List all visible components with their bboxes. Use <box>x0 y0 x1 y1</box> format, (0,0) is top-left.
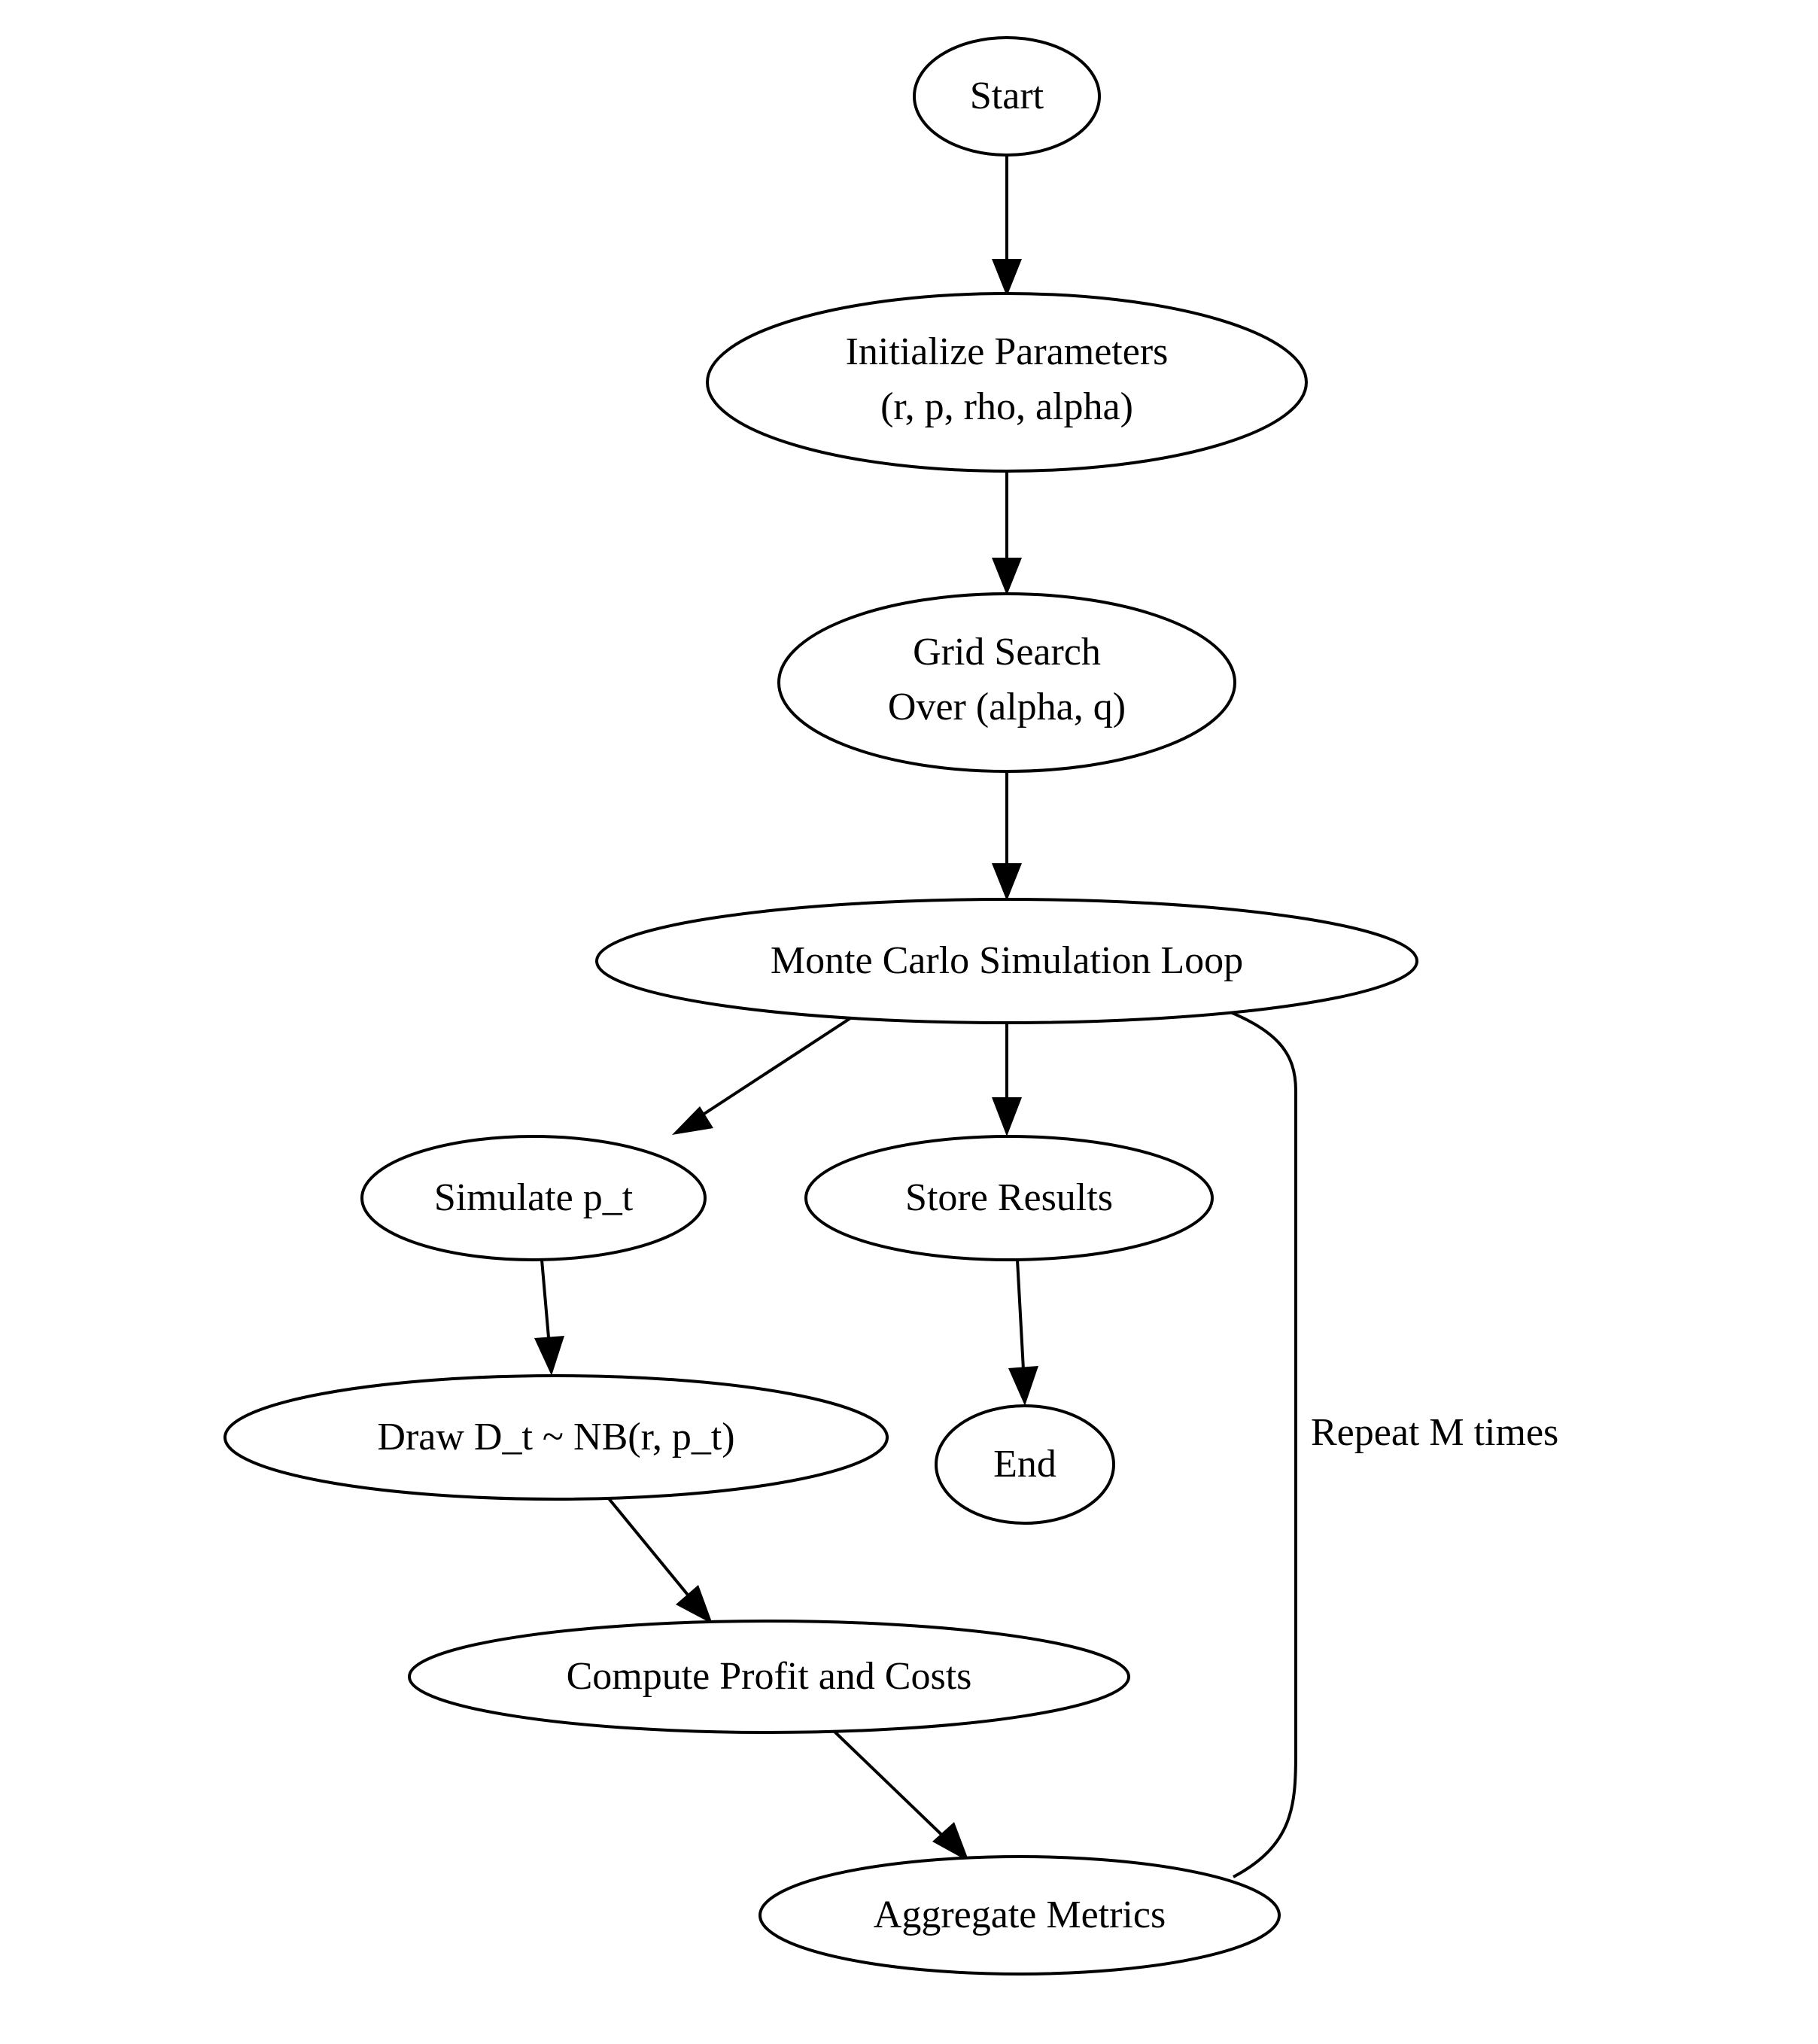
node-label-end: End <box>993 1443 1056 1486</box>
node-label-aggregate-metrics: Aggregate Metrics <box>874 1893 1166 1936</box>
edge-initialize-to-gridsearch <box>992 471 1022 595</box>
node-compute-profit-and-costs[interactable]: Compute Profit and Costs <box>408 1620 1130 1734</box>
node-shape-ellipse[interactable] <box>935 1404 1115 1525</box>
arrowhead-icon <box>992 1097 1022 1136</box>
edge-draw-to-compute <box>607 1496 713 1624</box>
node-monte-carlo-simulation-loop[interactable]: Monte Carlo Simulation Loop <box>595 898 1418 1024</box>
node-shape-ellipse[interactable] <box>408 1620 1130 1734</box>
edge-line <box>607 1496 699 1608</box>
edge-line <box>1203 1001 1297 1878</box>
node-shape-ellipse[interactable] <box>223 1374 889 1501</box>
node-store-results[interactable]: Store Results <box>804 1135 1214 1261</box>
node-label-compute-profit: Compute Profit and Costs <box>567 1655 972 1698</box>
node-label-gridsearch-line1: Grid Search <box>913 631 1101 674</box>
node-shape-ellipse[interactable] <box>706 292 1308 473</box>
edge-montecarlo-to-simulate <box>672 1007 867 1135</box>
node-label-initialize-line2: (r, p, rho, alpha) <box>880 385 1133 428</box>
arrowhead-icon <box>992 863 1022 901</box>
node-end[interactable]: End <box>935 1404 1115 1525</box>
arrowhead-icon <box>672 1106 713 1135</box>
node-grid-search[interactable]: Grid Search Over (alpha, q) <box>777 592 1236 773</box>
edge-line <box>692 1007 867 1122</box>
node-label-start: Start <box>970 75 1044 117</box>
node-aggregate-metrics[interactable]: Aggregate Metrics <box>759 1855 1281 1976</box>
node-start[interactable]: Start <box>913 36 1101 157</box>
node-label-monte-carlo: Monte Carlo Simulation Loop <box>771 939 1243 982</box>
node-label-store-results: Store Results <box>905 1176 1113 1219</box>
edge-gridsearch-to-montecarlo <box>992 771 1022 901</box>
edge-line <box>831 1729 954 1847</box>
node-shape-ellipse[interactable] <box>804 1135 1214 1261</box>
arrowhead-icon <box>676 1585 713 1624</box>
arrowhead-icon <box>992 259 1022 297</box>
edge-aggregate-to-montecarlo-repeat: Repeat M times <box>1165 985 1558 1878</box>
node-draw-dt[interactable]: Draw D_t ~ NB(r, p_t) <box>223 1374 889 1501</box>
node-shape-ellipse[interactable] <box>759 1855 1281 1976</box>
node-shape-ellipse[interactable] <box>913 36 1101 157</box>
node-label-initialize-line1: Initialize Parameters <box>846 330 1169 373</box>
node-shape-ellipse[interactable] <box>777 592 1236 773</box>
arrowhead-icon <box>932 1822 969 1862</box>
node-shape-ellipse[interactable] <box>595 898 1418 1024</box>
node-label-simulate-pt: Simulate p_t <box>434 1176 634 1219</box>
edge-montecarlo-to-store <box>992 1022 1022 1136</box>
arrowhead-icon <box>534 1336 564 1376</box>
arrowhead-icon <box>992 558 1022 595</box>
edge-simulate-to-draw <box>534 1259 564 1376</box>
node-shape-ellipse[interactable] <box>360 1135 707 1261</box>
edge-store-to-end <box>1008 1259 1038 1406</box>
edge-line <box>1016 1259 1026 1384</box>
node-label-gridsearch-line2: Over (alpha, q) <box>888 686 1126 728</box>
edge-compute-to-aggregate <box>831 1729 969 1862</box>
node-simulate-pt[interactable]: Simulate p_t <box>360 1135 707 1261</box>
edge-label-repeat-m-times: Repeat M times <box>1311 1411 1558 1454</box>
edge-start-to-initialize <box>992 155 1022 297</box>
node-initialize-parameters[interactable]: Initialize Parameters (r, p, rho, alpha) <box>706 292 1308 473</box>
node-label-draw-dt: Draw D_t ~ NB(r, p_t) <box>377 1416 734 1458</box>
arrowhead-icon <box>1008 1366 1038 1406</box>
